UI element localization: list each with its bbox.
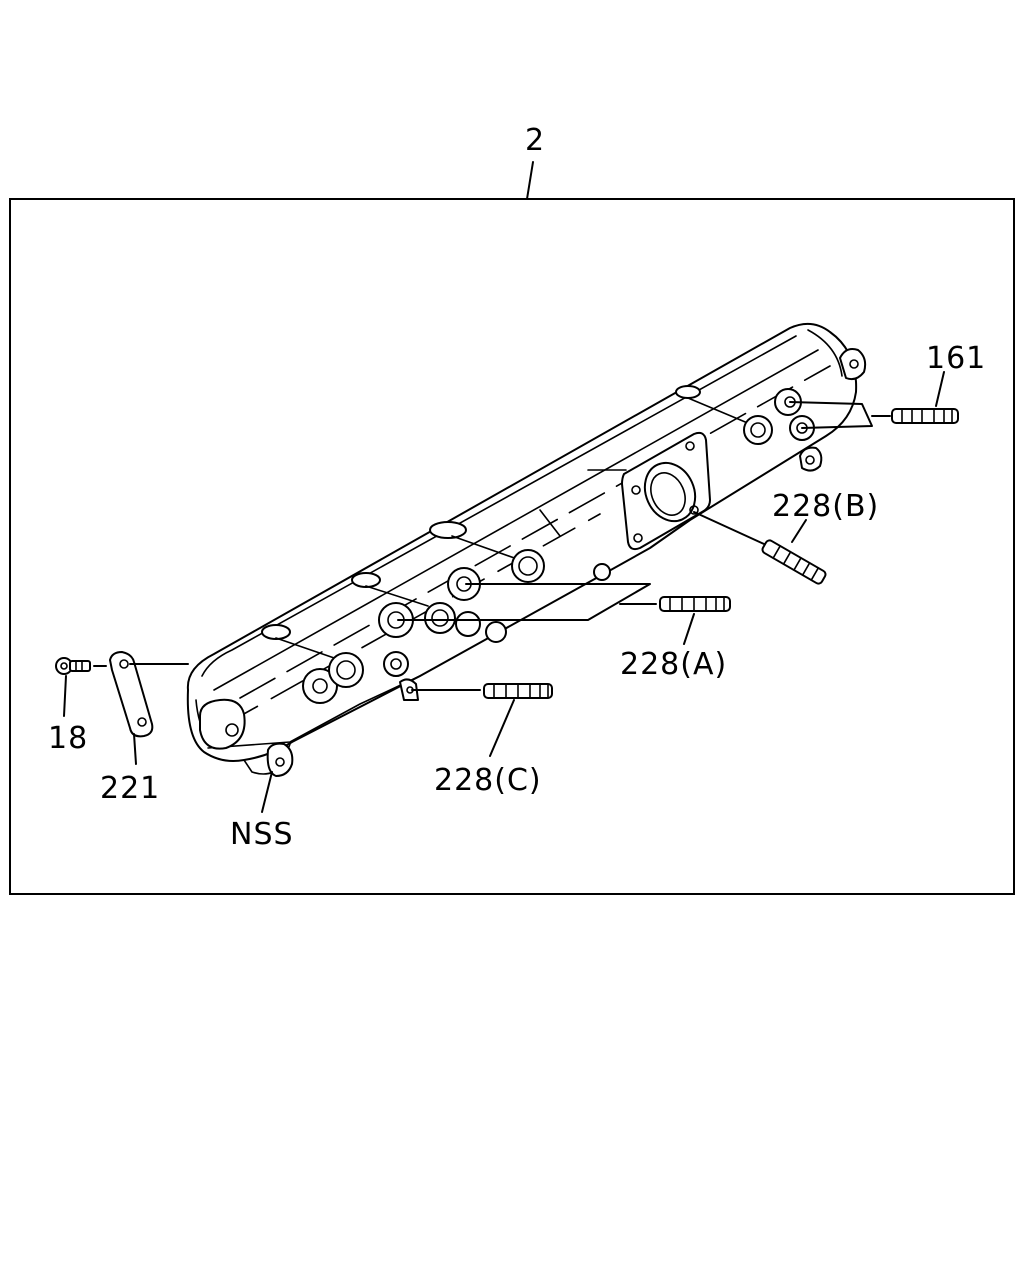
leader-161-wedge xyxy=(789,401,873,429)
label-221: 221 xyxy=(100,771,160,806)
assembly-frame xyxy=(9,198,1015,895)
leader-228c xyxy=(489,699,515,757)
label-18: 18 xyxy=(48,721,88,756)
leader-228a-wedge xyxy=(397,583,651,621)
stud-228b xyxy=(761,539,827,585)
leader-228a xyxy=(683,613,695,645)
stud-161 xyxy=(891,408,959,424)
leader-18 xyxy=(63,675,67,717)
boss-pair-3 xyxy=(447,549,545,601)
assembly-leader-line xyxy=(526,161,534,200)
assembly-callout-label: 2 xyxy=(525,123,545,158)
label-161: 161 xyxy=(926,341,986,376)
label-nss: NSS xyxy=(230,817,294,852)
label-228c: 228(C) xyxy=(434,763,542,798)
boss-pair-4 xyxy=(743,415,773,445)
leader-221 xyxy=(133,733,137,765)
leader-161 xyxy=(935,371,945,407)
exhaust-manifold xyxy=(186,322,867,777)
boss-pair-2 xyxy=(378,602,456,638)
stud-228c xyxy=(483,683,553,699)
leader-228b xyxy=(791,519,807,543)
label-228a: 228(A) xyxy=(620,647,727,682)
label-228b: 228(B) xyxy=(772,489,879,524)
outlet-flange xyxy=(621,431,711,551)
stud-228a xyxy=(659,596,731,612)
leader-228b-to-flange xyxy=(693,511,765,545)
bolt-18 xyxy=(55,657,91,675)
boss-pair-1 xyxy=(302,652,364,704)
leader-nss xyxy=(261,771,273,813)
